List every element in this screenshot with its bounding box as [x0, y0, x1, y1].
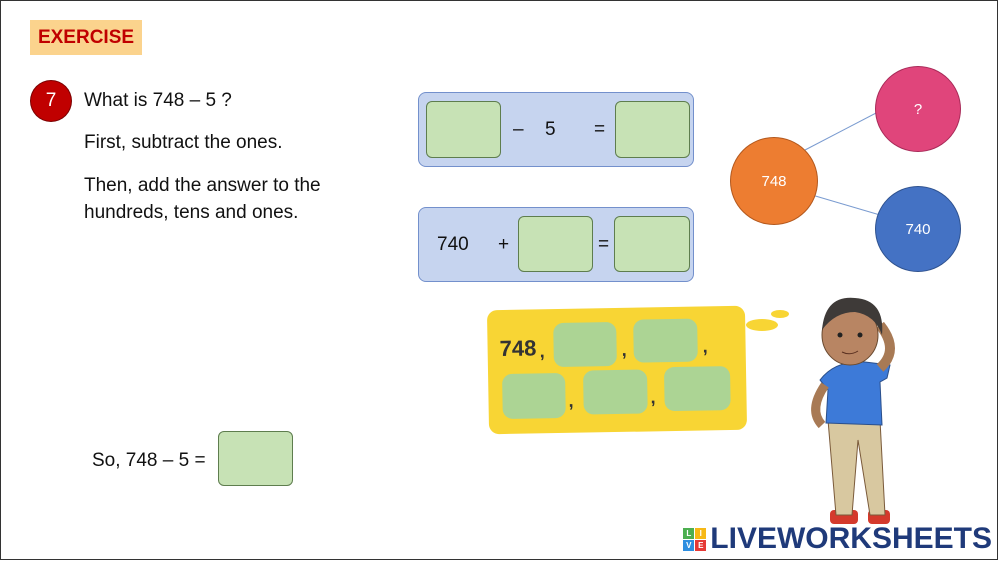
count-input-1[interactable]: [553, 322, 617, 368]
comma: ,: [621, 339, 627, 360]
logo-letter: V: [683, 539, 695, 551]
bond-unknown-part: ?: [876, 67, 960, 151]
addend: 740: [437, 234, 469, 255]
step-two-text: Then, add the answer to the hundreds, te…: [84, 175, 321, 223]
step-one-text: First, subtract the ones.: [84, 132, 283, 153]
ones-input[interactable]: [426, 101, 501, 158]
count-input-4[interactable]: [583, 369, 648, 415]
comma: ,: [568, 390, 574, 411]
equals-sign: =: [594, 119, 606, 140]
equals-sign: =: [598, 234, 610, 255]
card-start-number: 748: [499, 335, 537, 362]
comma: ,: [650, 387, 656, 408]
liveworksheets-logo: L I V E LIVEWORKSHEETS: [683, 522, 992, 556]
minus-sign: –: [513, 119, 524, 140]
conclusion-text: So, 748 – 5 =: [92, 450, 206, 471]
count-input-5[interactable]: [663, 366, 731, 412]
comma: ,: [539, 341, 545, 362]
logo-letter: L: [683, 527, 695, 539]
count-input-3[interactable]: [502, 372, 566, 419]
live-logo-icon: L I V E: [683, 527, 707, 551]
comma: ,: [702, 336, 708, 357]
exercise-label: EXERCISE: [30, 20, 142, 55]
sum-input[interactable]: [614, 216, 690, 272]
counting-card: 748 , , , , ,: [486, 305, 748, 435]
question-title: What is 748 – 5 ?: [84, 90, 232, 111]
logo-text: LIVEWORKSHEETS: [710, 522, 992, 555]
subtrahend: 5: [545, 119, 556, 140]
bond-known-part: 740: [876, 187, 960, 271]
logo-letter: E: [695, 539, 707, 551]
boy-thinking-illustration: [746, 297, 895, 524]
logo-letter: I: [695, 527, 707, 539]
final-answer-input[interactable]: [218, 431, 293, 486]
bond-whole: 748: [731, 138, 817, 224]
ones-result-input[interactable]: [615, 101, 690, 158]
plus-sign: +: [498, 234, 510, 255]
addend-input[interactable]: [518, 216, 593, 272]
question-number-badge: 7: [31, 81, 71, 121]
count-input-2[interactable]: [633, 318, 698, 363]
